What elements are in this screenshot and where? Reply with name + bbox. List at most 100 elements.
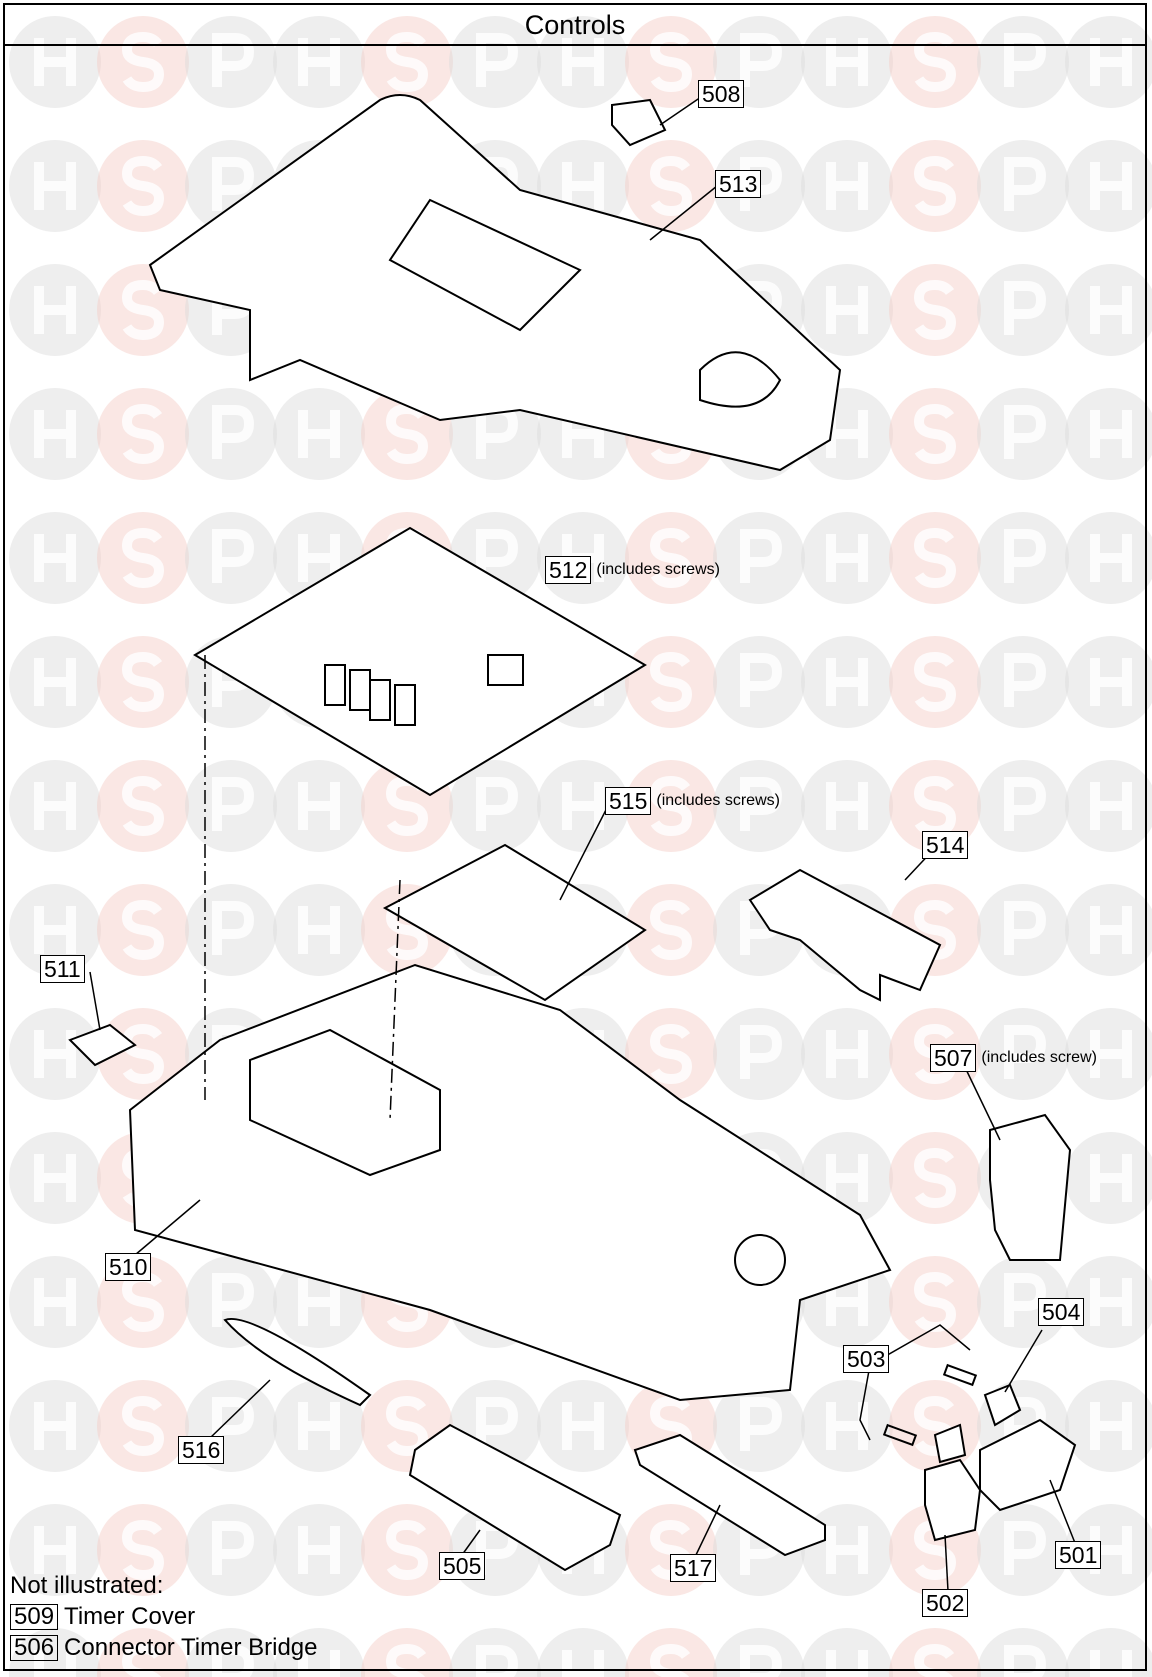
watermark-mark — [185, 760, 277, 852]
watermark-mark — [889, 140, 981, 232]
watermark-mark — [97, 636, 189, 728]
watermark-mark — [97, 1380, 189, 1472]
watermark-mark — [9, 760, 101, 852]
callout-513: 513 — [715, 170, 762, 198]
watermark-mark — [361, 16, 453, 108]
watermark-mark — [97, 140, 189, 232]
watermark-mark — [9, 1504, 101, 1596]
part-505-terminal-block — [408, 1423, 622, 1572]
callout-502: 502 — [922, 1589, 969, 1617]
part-503-fuses — [882, 1363, 978, 1447]
watermark-mark — [889, 16, 981, 108]
callout-515: 515(includes screws) — [605, 787, 780, 815]
part-513-cover — [148, 94, 842, 472]
diagram-frame — [3, 3, 1147, 1671]
watermark-mark — [1065, 1256, 1152, 1348]
watermark-mark — [9, 264, 101, 356]
watermark-mark — [9, 1628, 101, 1677]
watermark-mark — [713, 1380, 805, 1472]
part-512-pcb — [193, 526, 647, 797]
watermark-mark — [1065, 884, 1152, 976]
watermark-mark — [977, 16, 1069, 108]
callout-508: 508 — [698, 80, 745, 108]
watermark-mark — [185, 512, 277, 604]
callout-512: 512(includes screws) — [545, 556, 720, 584]
watermark-mark — [97, 512, 189, 604]
watermark-mark — [625, 760, 717, 852]
callout-510: 510 — [105, 1253, 152, 1281]
watermark-mark — [889, 1628, 981, 1677]
watermark-mark — [801, 264, 893, 356]
watermark-mark — [801, 1008, 893, 1100]
watermark-mark — [273, 1628, 365, 1677]
part-507-bracket — [989, 1113, 1072, 1261]
watermark-mark — [713, 512, 805, 604]
watermark-mark — [97, 1504, 189, 1596]
watermark-mark — [889, 388, 981, 480]
watermark-mark — [1065, 1132, 1152, 1224]
watermark-mark — [1065, 388, 1152, 480]
watermark-mark — [801, 16, 893, 108]
watermark-mark — [977, 636, 1069, 728]
part-510-base — [128, 963, 892, 1402]
watermark-mark — [97, 1008, 189, 1100]
watermark-mark — [977, 1504, 1069, 1596]
watermark-mark — [977, 760, 1069, 852]
watermark-mark — [977, 1008, 1069, 1100]
watermark-mark — [185, 1504, 277, 1596]
callout-517: 517 — [670, 1554, 717, 1582]
callout-504: 504 — [1038, 1298, 1085, 1326]
watermark-mark — [273, 760, 365, 852]
watermark-mark — [185, 16, 277, 108]
watermark-mark — [537, 760, 629, 852]
watermark-mark — [801, 760, 893, 852]
part-515-board — [382, 843, 647, 1002]
watermark-mark — [801, 512, 893, 604]
page-title: Controls — [524, 10, 626, 40]
watermark-mark — [977, 1628, 1069, 1677]
watermark-mark — [9, 1380, 101, 1472]
watermark-mark — [713, 636, 805, 728]
watermark-mark — [9, 140, 101, 232]
watermark-mark — [97, 760, 189, 852]
part-511-connector — [68, 1023, 137, 1067]
part-508-clip — [611, 98, 667, 147]
watermark-mark — [1065, 140, 1152, 232]
leader-lines — [89, 94, 1076, 1592]
watermark-mark — [97, 884, 189, 976]
watermark-mark — [625, 884, 717, 976]
watermark-mark — [449, 16, 541, 108]
watermark-mark — [625, 140, 717, 232]
watermark-mark — [1065, 512, 1152, 604]
callout-503: 503 — [843, 1345, 890, 1373]
part-502-fuse-holder — [924, 1458, 982, 1542]
watermark-mark — [977, 264, 1069, 356]
watermark-mark — [889, 264, 981, 356]
watermark-mark — [1065, 760, 1152, 852]
watermark-mark — [977, 140, 1069, 232]
watermark-mark — [273, 388, 365, 480]
watermark-mark — [713, 1628, 805, 1677]
watermark-mark — [273, 884, 365, 976]
callout-514: 514 — [922, 831, 969, 859]
watermark-mark — [1065, 1628, 1152, 1677]
watermark-mark — [361, 1504, 453, 1596]
part-501-terminal — [979, 1418, 1077, 1512]
watermark-mark — [713, 760, 805, 852]
callout-511: 511 — [40, 955, 85, 983]
watermark-mark — [1065, 1008, 1152, 1100]
callout-501: 501 — [1055, 1541, 1102, 1569]
watermark-mark — [9, 512, 101, 604]
part-516-strip — [223, 1318, 372, 1407]
watermark-mark — [9, 388, 101, 480]
watermark-mark — [977, 884, 1069, 976]
part-517-cover — [633, 1433, 826, 1557]
watermark-mark — [9, 1008, 101, 1100]
watermark-mark — [273, 1380, 365, 1472]
watermark-mark — [625, 16, 717, 108]
callout-507: 507(includes screw) — [930, 1044, 1097, 1072]
watermark-mark — [185, 388, 277, 480]
